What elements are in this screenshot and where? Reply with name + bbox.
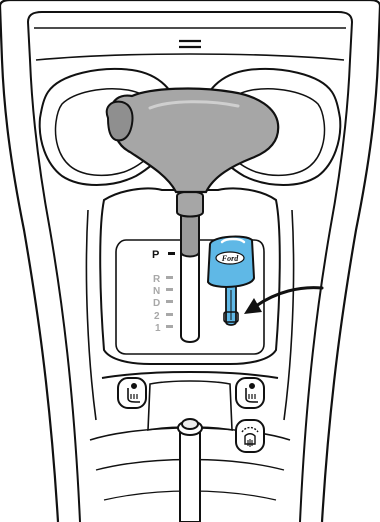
insert-arrow-icon (244, 288, 322, 314)
gear-label-second: 2 (154, 311, 160, 322)
rear-defrost-button[interactable] (236, 420, 264, 452)
parking-brake-handle[interactable] (178, 419, 202, 522)
gear-mark-drive (166, 300, 173, 303)
gear-label-drive: D (153, 298, 160, 309)
vent-slot (179, 41, 201, 47)
gear-mark-park (168, 252, 175, 255)
shift-knob-button[interactable] (107, 102, 133, 141)
gear-mark-first (166, 325, 173, 328)
shift-lever[interactable] (107, 89, 278, 257)
gear-label-neutral: N (153, 286, 160, 297)
gear-mark-second (166, 313, 173, 316)
key-brand-mark: Ford (221, 254, 239, 263)
gear-label-park: P (152, 249, 159, 261)
gear-mark-reverse (166, 276, 173, 279)
gear-mark-neutral (166, 288, 173, 291)
gear-label-reverse: R (153, 274, 161, 285)
gear-label-first: 1 (155, 323, 161, 334)
seat-heater-button-right[interactable] (236, 378, 264, 408)
seat-heater-button-left[interactable] (118, 378, 146, 408)
gear-indicator: P R N D 2 1 (152, 249, 175, 334)
